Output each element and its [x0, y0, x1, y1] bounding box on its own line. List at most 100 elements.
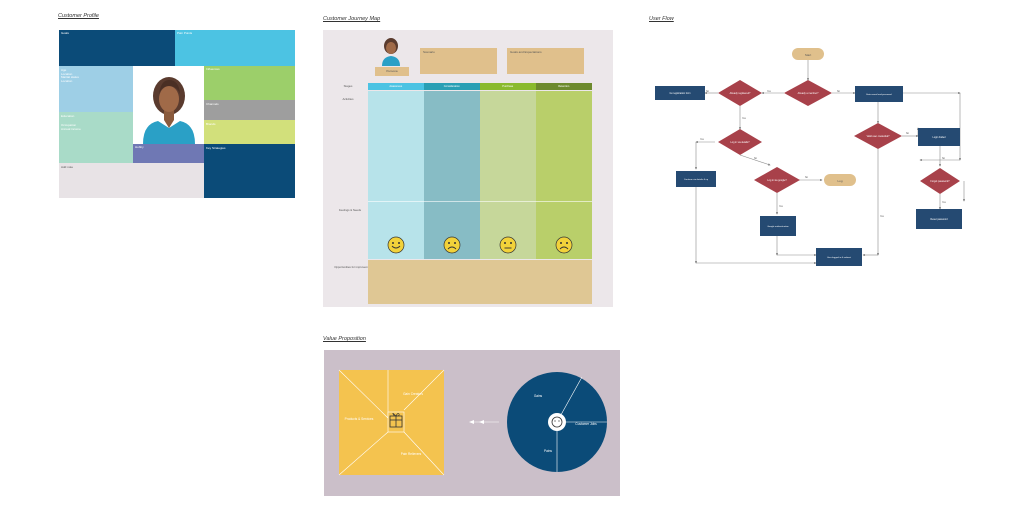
channels-label: Channels	[206, 102, 219, 106]
customer-profile-title: Customer Profile	[58, 13, 99, 19]
sad-face-icon	[555, 236, 573, 254]
gain-creators-label: Gain Creators	[403, 392, 423, 396]
log-label: Log	[837, 179, 842, 183]
decision-login-via-google[interactable]: Log in via google?	[754, 167, 800, 193]
no-label-2: No	[706, 91, 710, 93]
process-user-logged-in[interactable]: User logged in & redirect	[816, 248, 862, 266]
stage-header-purchase[interactable]: Purchase	[480, 83, 536, 90]
user-logged-in-label: User logged in & redirect	[827, 256, 851, 259]
process-google-auth[interactable]: Google authentication	[760, 216, 796, 236]
customer-journey-board: Persona Scenario Goals and Expectations …	[323, 30, 613, 307]
brands-box[interactable]: Brands	[204, 120, 295, 144]
key-strategies-box[interactable]: Key Strategies	[204, 144, 295, 198]
stage-label: Retention	[558, 85, 570, 88]
row-label-feelings: Feelings & Needs	[338, 208, 362, 212]
customer-profile-board: Goals Pain Points Age Location Marital s…	[59, 30, 295, 198]
value-proposition-board: Gain Creators Products & Services Pain R…	[324, 350, 620, 496]
pains-label: Pains	[544, 449, 552, 453]
process-reset-password[interactable]: Reset password	[916, 209, 962, 229]
login-via-details-label: Log in via details?	[730, 141, 750, 144]
marital-line: Marital status	[61, 75, 79, 79]
brands-label: Brands	[206, 122, 216, 126]
sad-face-icon	[443, 236, 461, 254]
yes-label-6: Yes	[942, 202, 947, 204]
no-label-1: No	[837, 91, 841, 93]
pain-points-box[interactable]: Pain Points	[175, 30, 295, 66]
user-flow-title: User Flow	[649, 16, 674, 22]
stage-divider	[480, 201, 536, 202]
process-registration[interactable]: Go registration form	[655, 86, 705, 100]
persona-label: Persona	[386, 69, 398, 73]
gift-icon	[389, 413, 403, 428]
start-terminal[interactable]: Start	[792, 48, 824, 60]
customer-jobs-label: Customer Jobs	[575, 422, 597, 426]
demographics-box[interactable]: Age Location Marital status Location	[59, 66, 133, 112]
products-services-label: Products & Services	[345, 417, 374, 421]
stage-column-awareness[interactable]	[368, 91, 424, 259]
process-login-failed[interactable]: Login Failed	[918, 128, 960, 146]
yes-label-1: Yes	[767, 91, 772, 93]
row-label-stages: Stages	[343, 84, 353, 88]
yes-label-3: Yes	[700, 139, 705, 141]
goals-box[interactable]: Goals	[59, 30, 175, 66]
scenario-box[interactable]: Scenario	[420, 48, 497, 74]
influences-label: Influences	[206, 67, 220, 71]
scenario-label: Scenario	[423, 50, 435, 54]
forgot-password-label: Forgot password?	[930, 180, 950, 183]
key-strategies-label: Key Strategies	[206, 146, 226, 150]
log-terminal[interactable]: Log	[824, 174, 856, 186]
decision-already-member[interactable]: Already a member?	[784, 80, 832, 106]
persona-icon	[382, 38, 400, 66]
hobby-box[interactable]: Hobby	[133, 144, 204, 163]
stage-column-retention[interactable]	[536, 91, 592, 259]
channels-box[interactable]: Channels	[204, 100, 295, 120]
stage-column-purchase[interactable]	[480, 91, 536, 259]
no-label-4: No	[805, 177, 809, 179]
row-label-opportunities: Opportunities for improvement	[334, 265, 372, 269]
value-proposition-canvas: Gain Creators Products & Services Pain R…	[338, 369, 607, 476]
education-box[interactable]: Education Occupation Annual income	[59, 112, 133, 163]
registration-label: Go registration form	[669, 92, 690, 95]
education-label: Education	[61, 114, 75, 118]
yes-label-2: Yes	[742, 118, 747, 120]
stage-divider	[424, 201, 480, 202]
influences-box[interactable]: Influences	[204, 66, 295, 100]
valid-credential-label: Valid user credential?	[867, 135, 890, 138]
gains-label: Gains	[534, 394, 543, 398]
stage-label: Purchase	[502, 85, 514, 88]
decision-already-registered[interactable]: Already registered?	[718, 80, 762, 106]
already-member-label: Already a member?	[798, 92, 820, 95]
stage-label: Awareness	[389, 85, 403, 88]
process-continue-details[interactable]: Continue via details & up	[676, 171, 716, 187]
user-flow-diagram: Yes No No Yes Yes No No Yes Yes No No Ye…	[655, 48, 966, 266]
stage-label: Consideration	[443, 85, 460, 88]
customer-journey-title: Customer Journey Map	[323, 16, 381, 22]
goals-expectations-box[interactable]: Goals and Expectations	[507, 48, 584, 74]
neutral-face-icon	[499, 236, 517, 254]
pain-points-label: Pain Points	[177, 31, 193, 35]
login-via-google-label: Log in via google?	[767, 179, 787, 182]
location-line: Location	[61, 71, 73, 76]
happy-face-icon	[387, 236, 405, 254]
woman-avatar-icon	[143, 77, 195, 144]
decision-forgot-password[interactable]: Forgot password?	[920, 168, 960, 194]
hobby-label: Hobby	[135, 145, 144, 149]
reset-password-label: Reset password	[930, 218, 948, 221]
pain-relievers-label: Pain Relievers	[401, 452, 422, 456]
stage-header-awareness[interactable]: Awareness	[368, 83, 424, 90]
decision-login-via-details[interactable]: Log in via details?	[718, 129, 762, 155]
no-label-3: No	[754, 158, 758, 160]
already-registered-label: Already registered?	[730, 92, 751, 95]
arrow-left-icon	[469, 420, 474, 424]
stage-header-retention[interactable]: Retention	[536, 83, 592, 90]
decision-valid-credential[interactable]: Valid user credential?	[854, 123, 902, 149]
continue-details-label: Continue via details & up	[684, 178, 709, 181]
google-auth-label: Google authentication	[767, 225, 789, 228]
location-line-2: Location	[61, 78, 73, 83]
opportunities-box[interactable]	[368, 260, 592, 304]
process-enter-email[interactable]: Enter email and password	[855, 86, 903, 102]
stage-column-consideration[interactable]	[424, 91, 480, 259]
stage-header-consideration[interactable]: Consideration	[424, 83, 480, 90]
goals-label: Goals	[61, 31, 69, 35]
persona-box[interactable]: Persona	[375, 67, 409, 76]
